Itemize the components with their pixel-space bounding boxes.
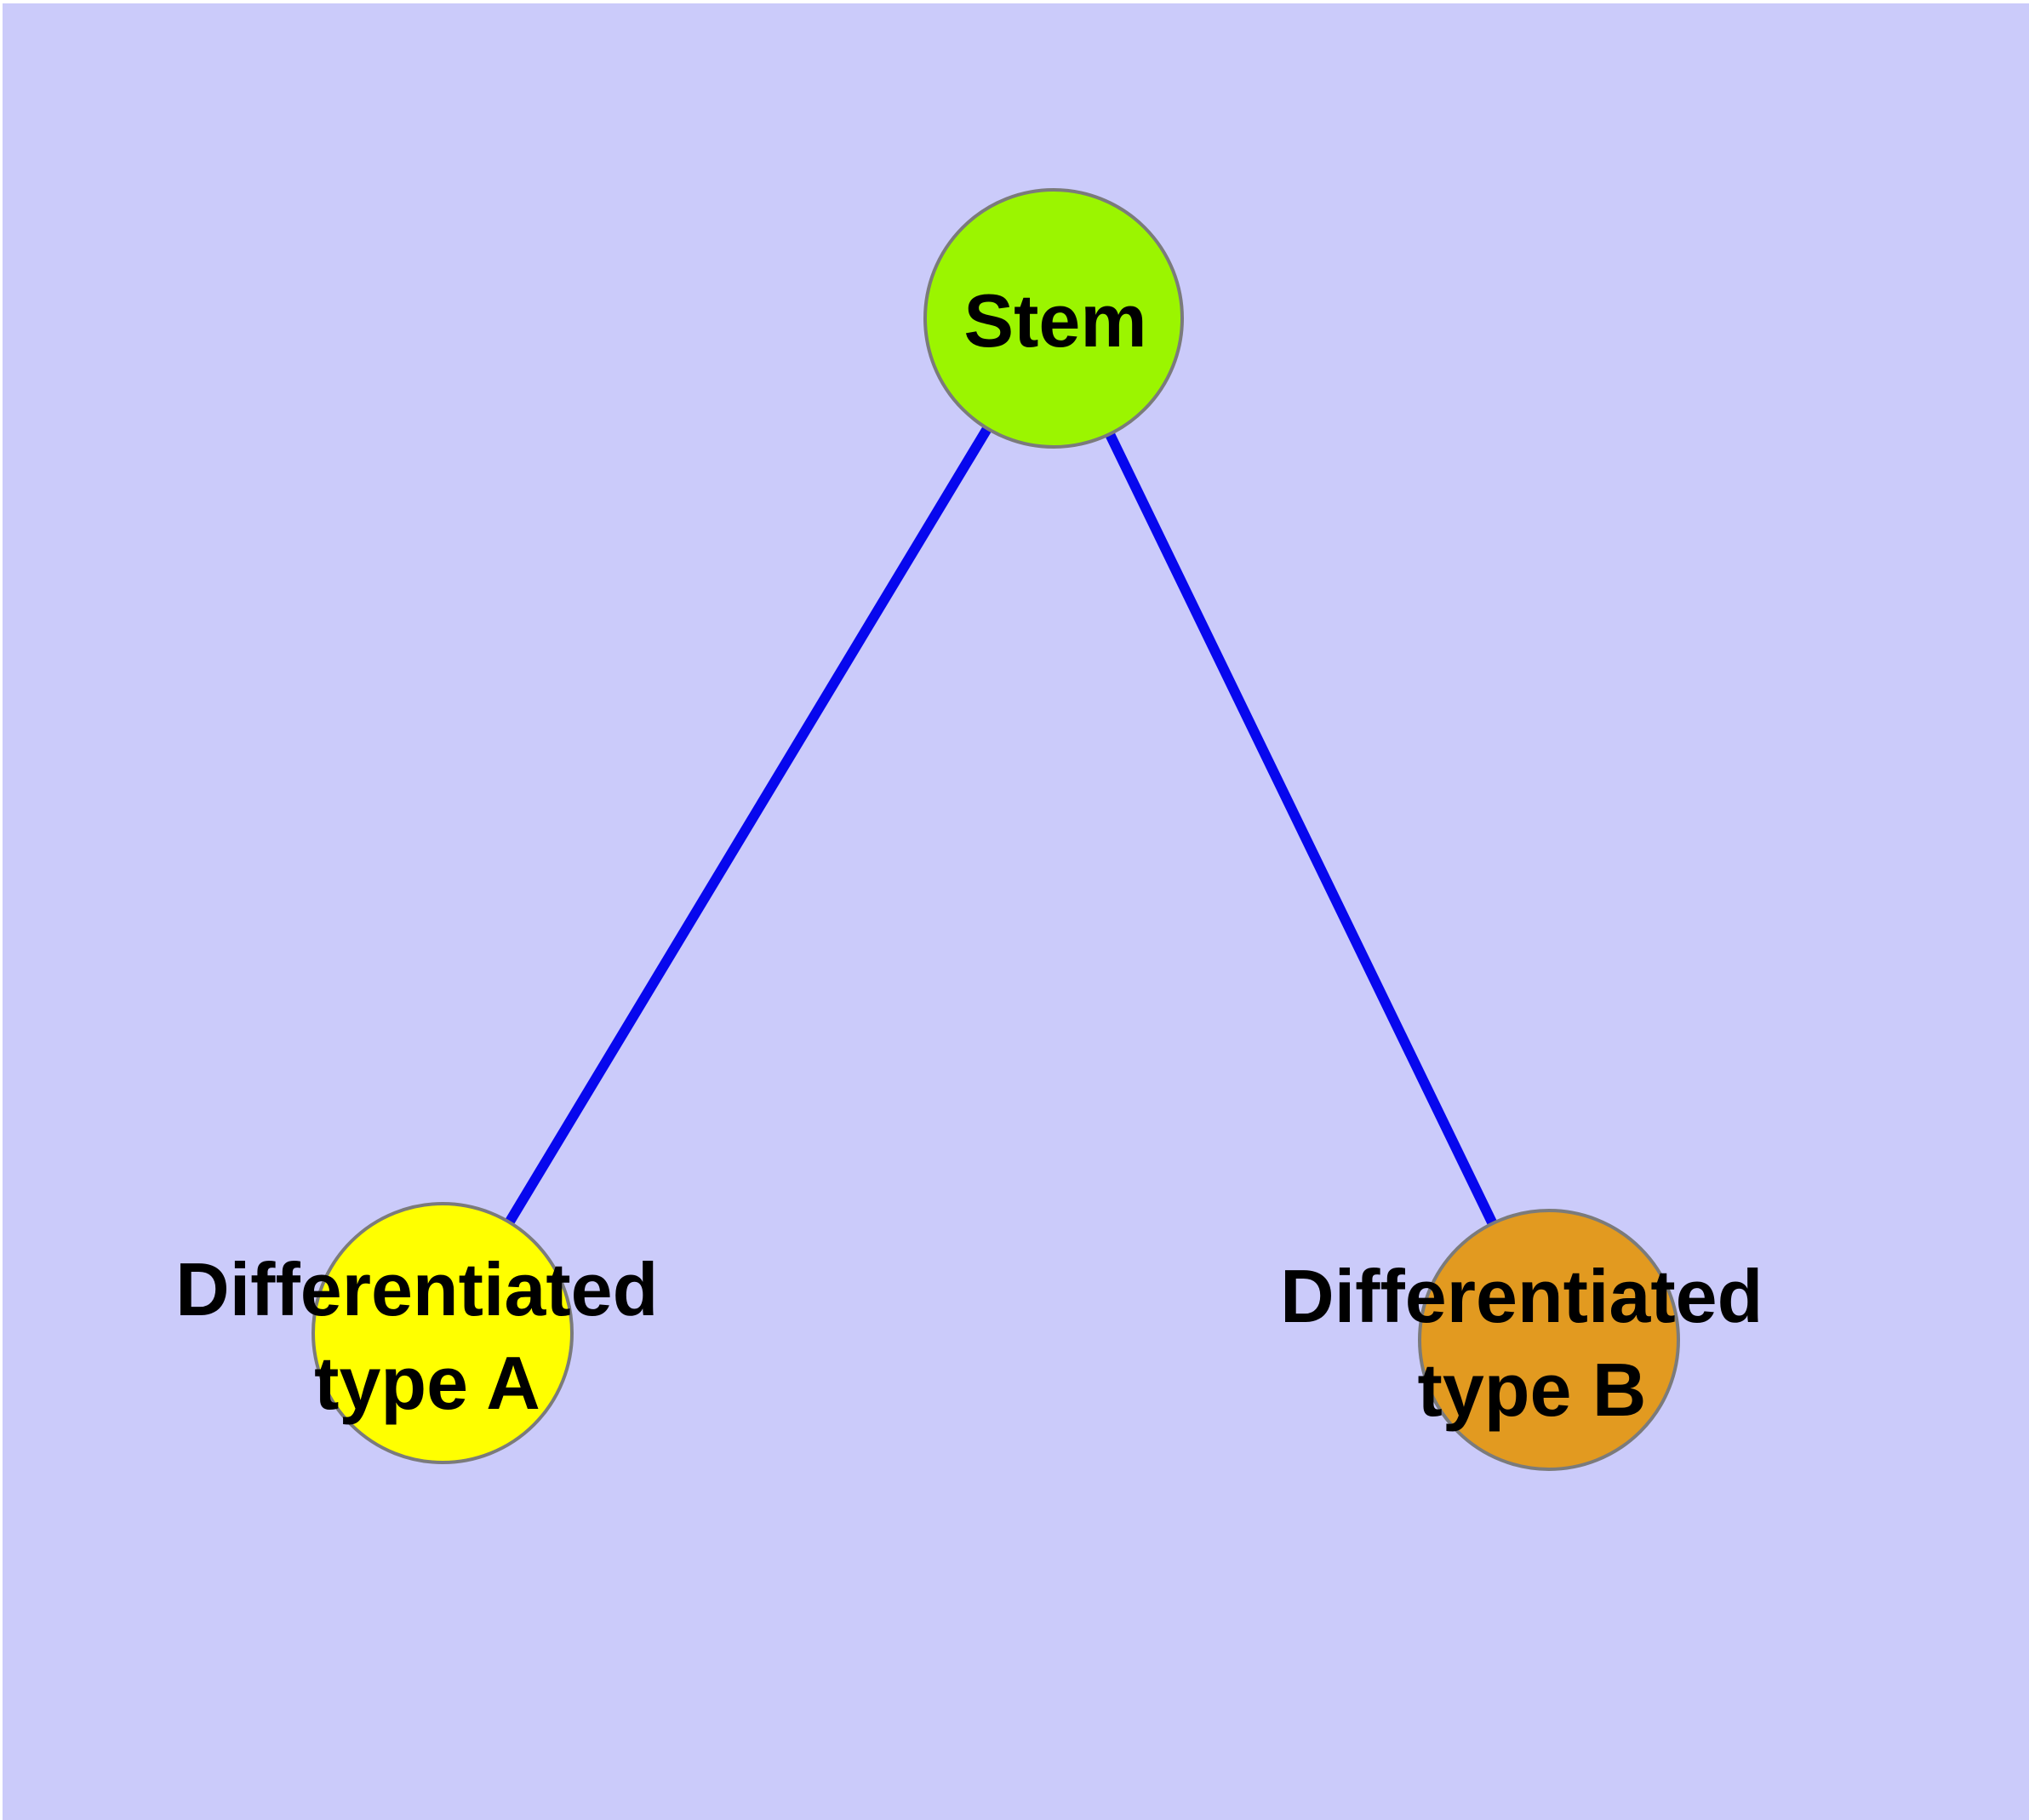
edge-stem-to-type-b [1049,316,1554,1342]
node-stem-label: Stem [963,278,1146,363]
node-type-b-label-line1: Differentiated [1280,1254,1763,1338]
node-type-a-label: Differentiated type A [175,1247,679,1425]
node-differentiated-type-b [1418,1209,1680,1471]
node-stem [923,188,1184,449]
node-differentiated-type-a [311,1202,574,1464]
node-stem-label-line1: Stem [963,278,1146,363]
node-type-b-label: Differentiated type B [1280,1254,1784,1432]
node-type-a-label-line2: type A [314,1341,540,1425]
node-type-b-label-line2: type B [1418,1348,1647,1432]
edge-stem-to-type-a [437,315,1059,1336]
node-type-a-label-line1: Differentiated [175,1247,658,1331]
